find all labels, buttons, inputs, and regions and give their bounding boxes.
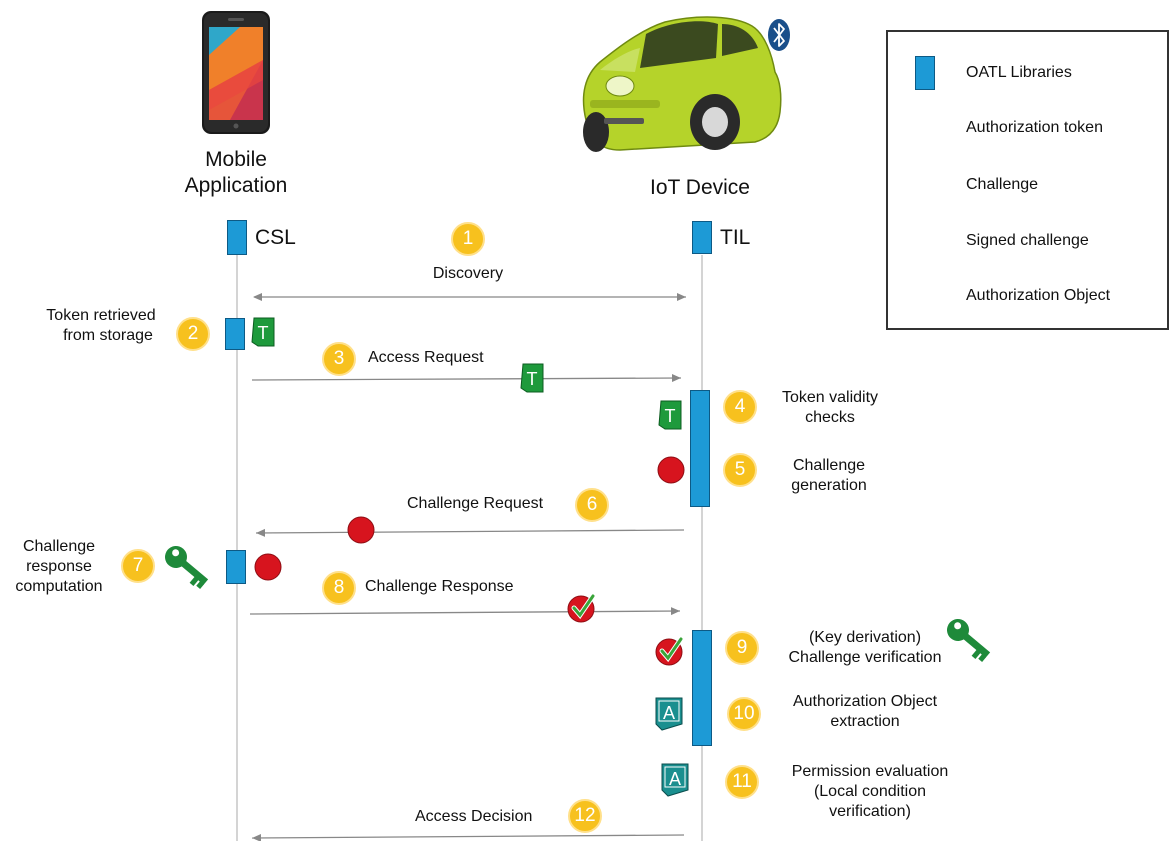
step-badge-11: 11: [725, 765, 759, 799]
step-label-7-line3: computation: [15, 578, 103, 595]
step-badge-10: 10: [727, 697, 761, 731]
mobile-title-line2: Application: [184, 174, 288, 197]
challenge-icon: [657, 456, 685, 484]
mobile-phone-image: [202, 11, 270, 134]
key-icon: [947, 619, 991, 662]
step-label-7-line2: response: [26, 558, 92, 575]
svg-text:T: T: [527, 369, 538, 389]
step-label-10: Authorization Object extraction: [775, 692, 955, 732]
legend-label-signed-challenge: Signed challenge: [966, 232, 1089, 249]
step-label-5-line2: generation: [791, 477, 867, 494]
car-image: [582, 16, 782, 152]
step-badge-7: 7: [121, 549, 155, 583]
step-label-9: (Key derivation) Challenge verification: [770, 628, 960, 668]
key-icon: [165, 546, 209, 589]
challenge-icon: [347, 516, 375, 544]
step-label-4-line2: checks: [805, 409, 855, 426]
step-label-3: Access Request: [368, 349, 484, 366]
step-label-12: Access Decision: [415, 808, 533, 825]
step-label-11-line1: Permission evaluation: [791, 763, 949, 780]
mobile-title-line1: Mobile: [205, 148, 267, 171]
legend-label-challenge: Challenge: [966, 176, 1039, 193]
svg-text:A: A: [663, 703, 675, 723]
csl-label: CSL: [255, 226, 296, 249]
challenge-icon: [254, 553, 282, 581]
step-label-2: Token retrieved from storage: [20, 306, 182, 346]
step-label-5-line1: Challenge: [792, 457, 866, 474]
token-icon: T: [520, 363, 544, 393]
step-label-8: Challenge Response: [365, 578, 514, 595]
step-badge-9: 9: [725, 631, 759, 665]
bluetooth-icon: [768, 19, 790, 51]
auth-object-icon: A: [661, 763, 689, 797]
svg-text:T: T: [665, 406, 676, 426]
csl-activation-step2: [225, 318, 245, 350]
svg-text:T: T: [258, 323, 269, 343]
step-label-10-line1: Authorization Object: [792, 693, 938, 710]
access-decision-arrow: [251, 833, 685, 841]
til-activation-verification: [692, 630, 712, 746]
csl-activation-step7: [226, 550, 246, 584]
legend-box: OATL Libraries Authorization token Chall…: [886, 30, 1169, 330]
til-label: TIL: [720, 226, 751, 249]
step-label-4: Token validity checks: [765, 388, 895, 428]
step-label-9-line1: (Key derivation): [808, 629, 922, 646]
legend-label-token: Authorization token: [966, 119, 1103, 136]
step-label-7-line1: Challenge: [22, 538, 96, 555]
til-library-block: [692, 221, 712, 254]
access-request-arrow: [251, 374, 682, 383]
step-label-9-line2: Challenge verification: [788, 649, 942, 666]
svg-text:A: A: [669, 769, 681, 789]
step-badge-5: 5: [723, 453, 757, 487]
step-badge-2: 2: [176, 317, 210, 351]
challenge-request-arrow: [255, 528, 685, 537]
legend-label-auth-object: Authorization Object: [966, 287, 1111, 304]
token-icon: T: [658, 400, 682, 430]
step-label-11-line3: verification): [829, 803, 911, 820]
step-label-2-line2: from storage: [63, 327, 153, 344]
legend-label-libraries: OATL Libraries: [966, 64, 1072, 81]
step-badge-3: 3: [322, 342, 356, 376]
legend-library-icon: [915, 56, 935, 90]
mobile-title: Mobile Application: [165, 147, 307, 199]
iot-title: IoT Device: [650, 176, 750, 199]
token-icon: T: [251, 317, 275, 347]
til-activation-checks: [690, 390, 710, 507]
step-label-6: Challenge Request: [407, 495, 544, 512]
step-label-7: Challenge response computation: [4, 537, 114, 597]
step-badge-4: 4: [723, 390, 757, 424]
step-label-1: Discovery: [432, 265, 504, 282]
challenge-response-arrow: [249, 607, 681, 616]
csl-library-block: [227, 220, 247, 255]
signed-challenge-icon: [567, 593, 596, 623]
step-label-5: Challenge generation: [764, 456, 894, 496]
step-label-10-line2: extraction: [830, 713, 900, 730]
step-badge-6: 6: [575, 488, 609, 522]
step-label-4-line1: Token validity: [781, 389, 879, 406]
step-label-2-line1: Token retrieved: [46, 307, 156, 324]
step-label-11-line2: (Local condition: [813, 783, 927, 800]
auth-object-icon: A: [655, 697, 683, 731]
step-badge-12: 12: [568, 799, 602, 833]
step-label-11: Permission evaluation (Local condition v…: [770, 762, 970, 822]
step-badge-8: 8: [322, 571, 356, 605]
step-badge-1: 1: [451, 222, 485, 256]
signed-challenge-icon: [655, 636, 684, 666]
